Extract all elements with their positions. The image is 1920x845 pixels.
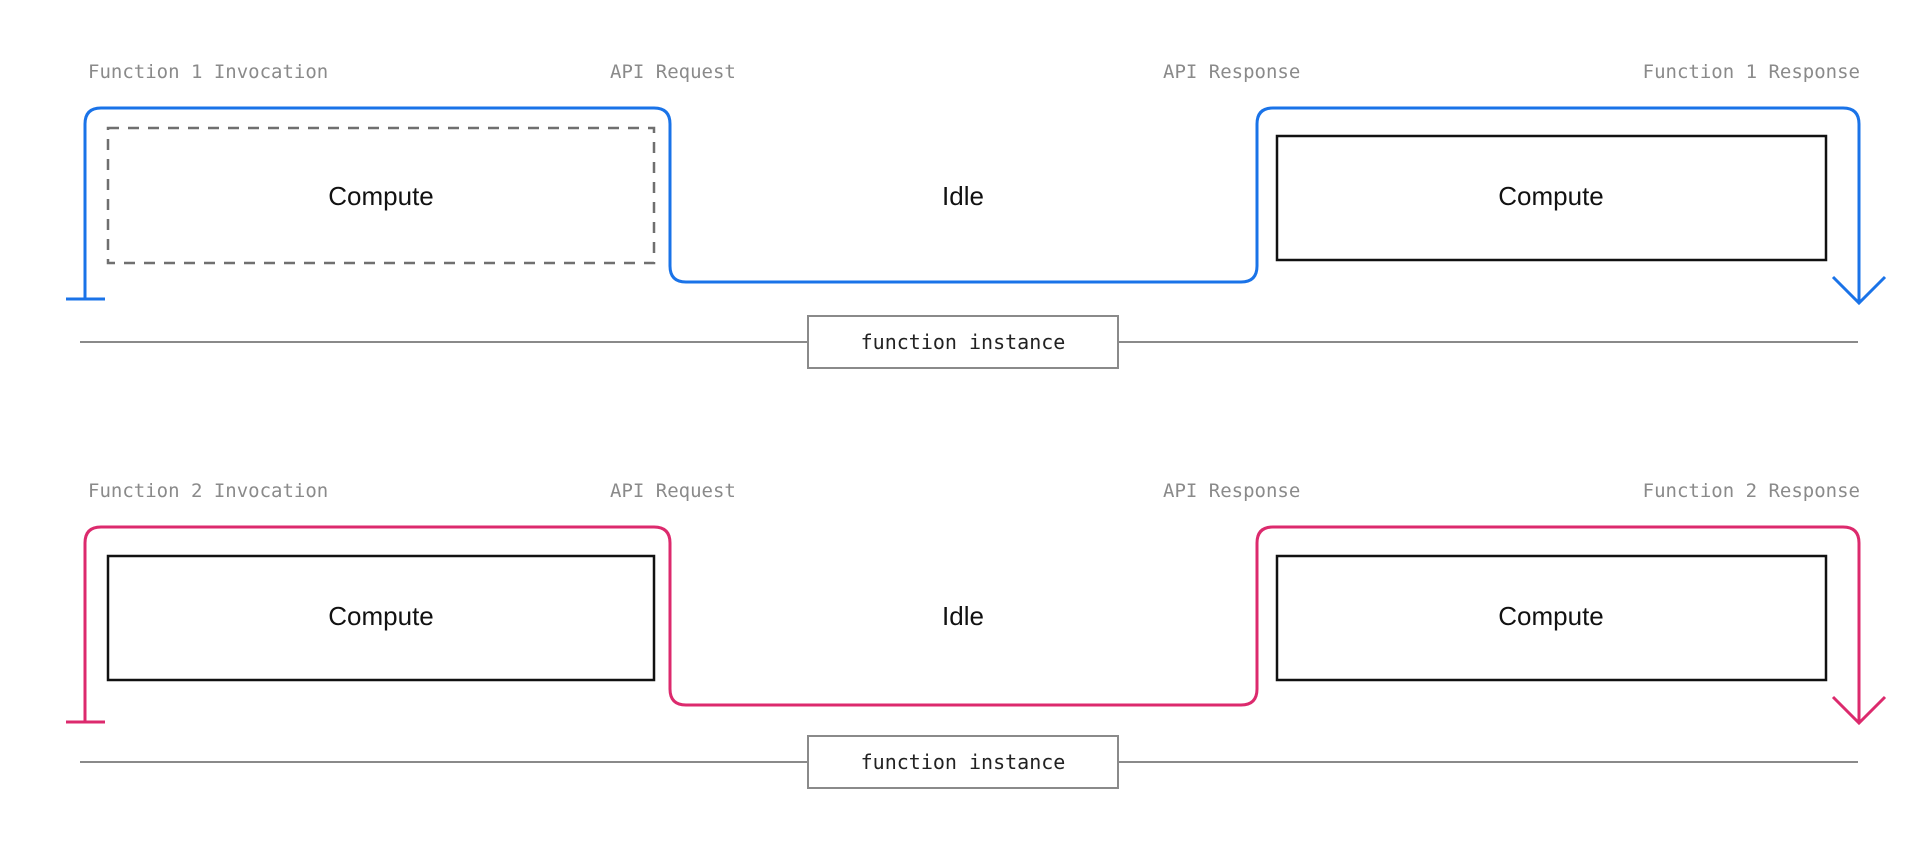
compute-label-1b: Compute — [1498, 181, 1604, 211]
arrowhead-function-2 — [1831, 695, 1887, 726]
idle-label-2: Idle — [942, 601, 984, 631]
header-label-function-2-invocation: Function 2 Invocation — [88, 480, 328, 502]
compute-label-2a: Compute — [328, 601, 434, 631]
compute-label-1a: Compute — [328, 181, 434, 211]
arrowhead-function-1 — [1831, 275, 1887, 306]
function-instance-box-2 — [807, 735, 1119, 789]
flow-path-function-1 — [83, 106, 1861, 302]
compute-box-2a — [106, 554, 656, 682]
header-label-function-1-invocation: Function 1 Invocation — [88, 61, 328, 83]
function-instance-label-1: function instance — [861, 330, 1066, 354]
header-label-api-request-1: API Request — [610, 61, 736, 83]
header-label-api-response-1: API Response — [1163, 61, 1300, 83]
compute-label-2b: Compute — [1498, 601, 1604, 631]
compute-box-1b — [1275, 134, 1828, 262]
header-label-api-response-2: API Response — [1163, 480, 1300, 502]
header-label-function-2-response: Function 2 Response — [1643, 480, 1860, 502]
header-label-function-1-response: Function 1 Response — [1643, 61, 1860, 83]
header-label-api-request-2: API Request — [610, 480, 736, 502]
function-instance-label-2: function instance — [861, 750, 1066, 774]
function-instance-box-1 — [807, 315, 1119, 369]
flow-path-function-2 — [83, 525, 1861, 722]
compute-box-2b — [1275, 554, 1828, 682]
row-function-1: Function 1 Invocation API Request API Re… — [66, 61, 1887, 369]
idle-label-1: Idle — [942, 181, 984, 211]
row-function-2: Function 2 Invocation API Request API Re… — [66, 480, 1887, 789]
